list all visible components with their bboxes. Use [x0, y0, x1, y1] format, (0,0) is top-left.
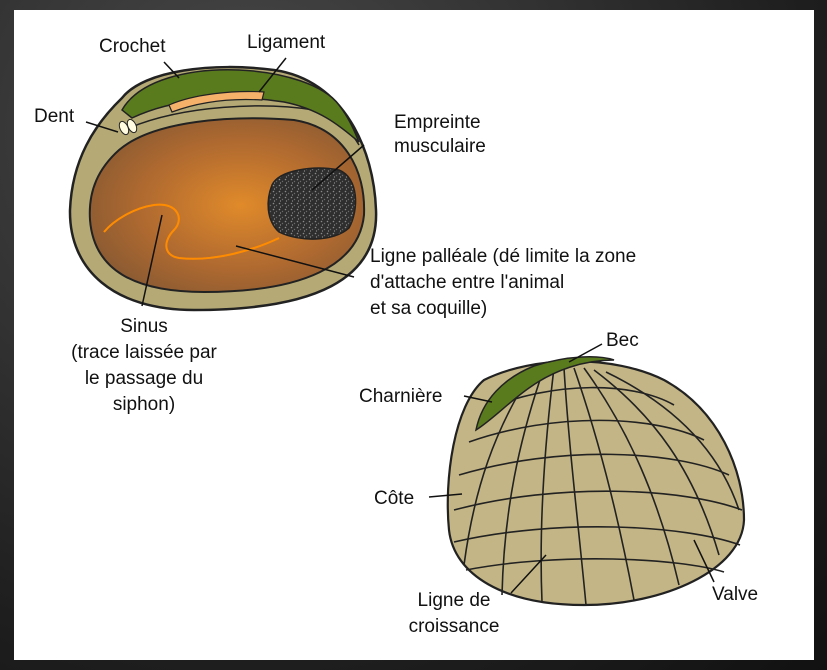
valve-exterior-view [448, 357, 744, 605]
label-croissance-2: croissance [409, 616, 500, 637]
label-ligne-palleale-2: d'attache entre l'animal [370, 272, 564, 293]
label-bec: Bec [606, 330, 639, 351]
label-valve: Valve [712, 584, 758, 605]
label-ligne-palleale-3: et sa coquille) [370, 298, 487, 319]
label-sinus-2: (trace laissée par [71, 342, 217, 363]
label-empreinte-2: musculaire [394, 136, 486, 157]
bivalve-shell-diagram: Crochet Ligament Dent Empreinte musculai… [14, 10, 814, 660]
label-sinus-3: le passage du [85, 368, 203, 389]
label-sinus-1: Sinus [120, 316, 168, 337]
label-sinus-4: siphon) [113, 394, 175, 415]
label-ligament: Ligament [247, 32, 326, 53]
label-cote: Côte [374, 488, 414, 509]
label-croissance-1: Ligne de [418, 590, 491, 611]
label-crochet: Crochet [99, 36, 166, 57]
inner-shell-view [70, 67, 376, 310]
label-empreinte-1: Empreinte [394, 112, 481, 133]
label-dent: Dent [34, 106, 75, 127]
label-ligne-palleale-1: Ligne palléale (dé limite la zone [370, 246, 636, 267]
muscle-scar [268, 168, 355, 239]
diagram-panel: Crochet Ligament Dent Empreinte musculai… [14, 10, 814, 660]
label-charniere: Charnière [359, 386, 442, 407]
